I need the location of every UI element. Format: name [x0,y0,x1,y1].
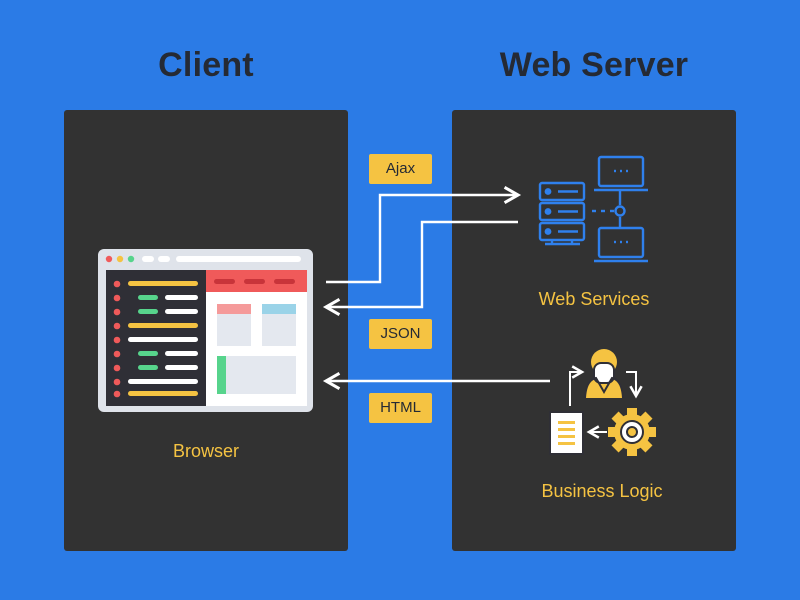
json-tag: JSON [369,319,432,349]
web-services-icon [538,155,648,263]
web-server-panel [452,110,736,551]
html-tag: HTML [369,393,432,423]
ajax-tag: Ajax [369,154,432,184]
web-server-title: Web Server [499,46,689,84]
business-logic-icon [549,349,656,456]
browser-label: Browser [172,441,239,461]
client-title: Client [158,46,254,84]
browser-icon [98,249,313,412]
ajax-request-arrow [326,185,522,284]
business-logic-label: Business Logic [541,481,663,501]
web-services-label: Web Services [538,289,650,309]
json-response-arrow [322,220,518,317]
